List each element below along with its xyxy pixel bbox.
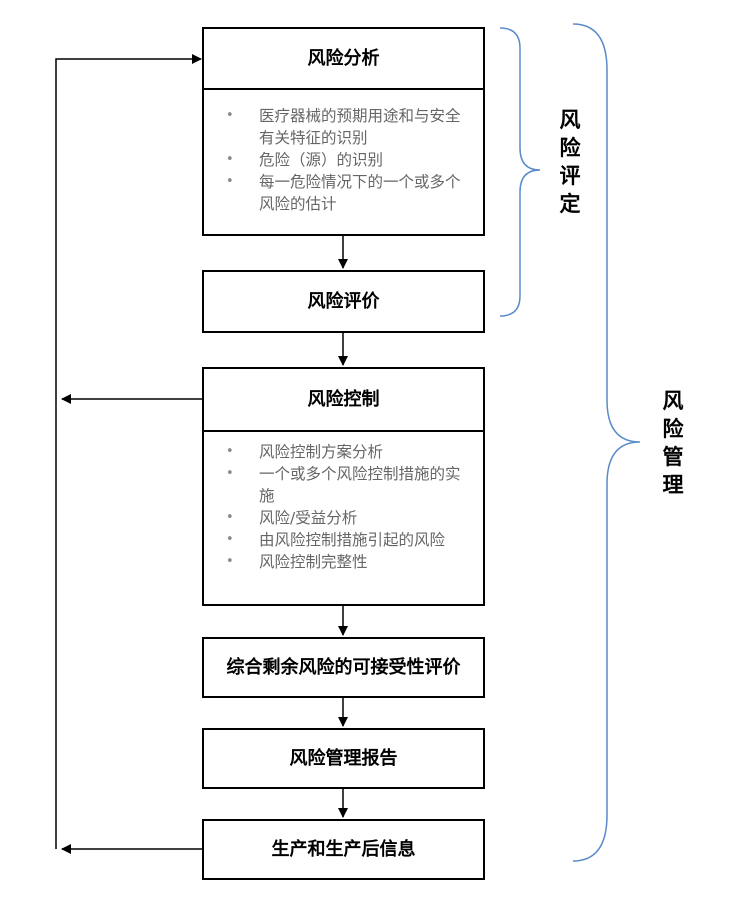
list-item: 由风险控制措施引起的风险	[226, 529, 473, 551]
list-item: 每一危险情况下的一个或多个风险的估计	[226, 171, 473, 215]
risk-analysis-title: 风险分析	[307, 47, 380, 69]
list-item: 危险（源）的识别	[226, 149, 473, 171]
risk-control-divider	[204, 430, 483, 432]
risk-analysis-divider	[204, 88, 483, 90]
production-info-box: 生产和生产后信息	[202, 819, 485, 880]
feedback-loop-to-analysis	[55, 54, 202, 849]
production-info-title: 生产和生产后信息	[271, 838, 416, 860]
bracket-risk-management	[572, 23, 641, 862]
risk-analysis-box: 风险分析 医疗器械的预期用途和与安全有关特征的识别 危险（源）的识别 每一危险情…	[202, 27, 485, 236]
list-item: 风险控制完整性	[226, 551, 473, 573]
risk-management-label: 风 险 管 理	[662, 389, 684, 497]
list-item: 医疗器械的预期用途和与安全有关特征的识别	[226, 105, 473, 149]
risk-control-details: 风险控制方案分析 一个或多个风险控制措施的实施 风险/受益分析 由风险控制措施引…	[204, 441, 483, 573]
list-item: 一个或多个风险控制措施的实施	[226, 463, 473, 507]
risk-evaluation-title: 风险评价	[307, 290, 380, 312]
risk-evaluation-box: 风险评价	[202, 270, 485, 333]
risk-report-title: 风险管理报告	[289, 747, 398, 769]
residual-risk-title: 综合剩余风险的可接受性评价	[226, 656, 461, 678]
list-item: 风险控制方案分析	[226, 441, 473, 463]
risk-control-title: 风险控制	[307, 388, 380, 410]
list-item: 风险/受益分析	[226, 507, 473, 529]
residual-risk-box: 综合剩余风险的可接受性评价	[202, 637, 485, 698]
risk-control-box: 风险控制 风险控制方案分析 一个或多个风险控制措施的实施 风险/受益分析 由风险…	[202, 367, 485, 606]
bracket-risk-assessment	[499, 27, 541, 317]
risk-analysis-details: 医疗器械的预期用途和与安全有关特征的识别 危险（源）的识别 每一危险情况下的一个…	[204, 105, 483, 215]
risk-assessment-label: 风 险 评 定	[559, 108, 581, 216]
risk-report-box: 风险管理报告	[202, 728, 485, 789]
